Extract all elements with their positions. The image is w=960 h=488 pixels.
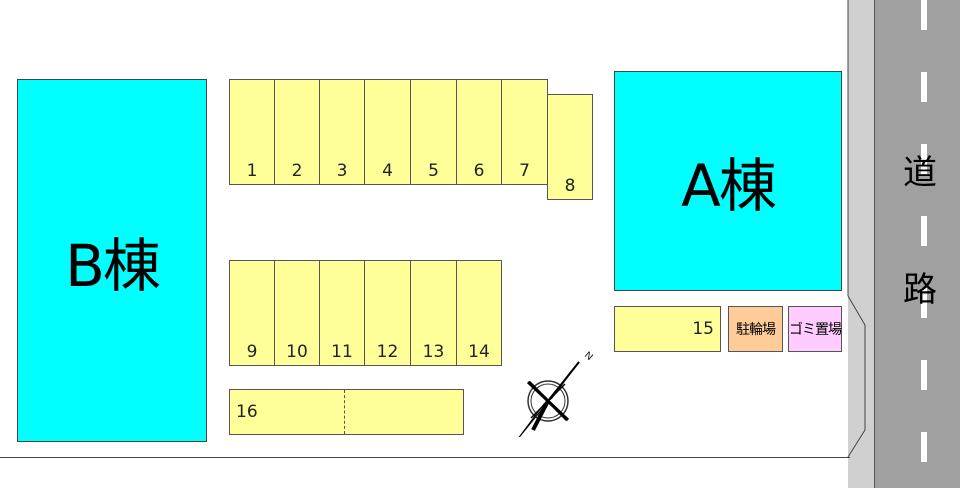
road-centerline bbox=[921, 0, 927, 488]
parking-slot-3: 3 bbox=[319, 79, 365, 185]
compass-icon: N bbox=[518, 350, 595, 437]
property-boundary-bottom bbox=[0, 457, 850, 458]
parking-slot-6: 6 bbox=[456, 79, 502, 185]
parking-slot-15: 15 bbox=[614, 306, 721, 352]
parking-slot-13: 13 bbox=[410, 260, 457, 366]
slot-16-divider bbox=[344, 390, 345, 434]
sidewalk bbox=[848, 0, 874, 488]
parking-slot-2: 2 bbox=[274, 79, 320, 185]
road bbox=[874, 0, 960, 488]
building-b: B棟 bbox=[17, 79, 207, 442]
parking-slot-14: 14 bbox=[456, 260, 502, 366]
parking-slot-7: 7 bbox=[501, 79, 548, 185]
parking-slot-1: 1 bbox=[229, 79, 275, 185]
parking-slot-10: 10 bbox=[274, 260, 320, 366]
bike-parking: 駐輪場 bbox=[728, 306, 783, 352]
building-a: A棟 bbox=[614, 71, 842, 291]
parking-slot-12: 12 bbox=[364, 260, 411, 366]
garbage-area: ゴミ置場 bbox=[788, 306, 842, 352]
road-label-2: 路 bbox=[903, 270, 937, 310]
parking-slot-5: 5 bbox=[410, 79, 457, 185]
parking-slot-4: 4 bbox=[364, 79, 411, 185]
parking-slot-9: 9 bbox=[229, 260, 275, 366]
parking-slot-8: 8 bbox=[547, 94, 593, 200]
road-label-1: 道 bbox=[903, 153, 937, 193]
parking-slot-11: 11 bbox=[319, 260, 365, 366]
compass-north-label: N bbox=[582, 350, 595, 363]
property-boundary-right bbox=[847, 0, 866, 458]
parking-slot-16: 16 bbox=[229, 389, 464, 435]
